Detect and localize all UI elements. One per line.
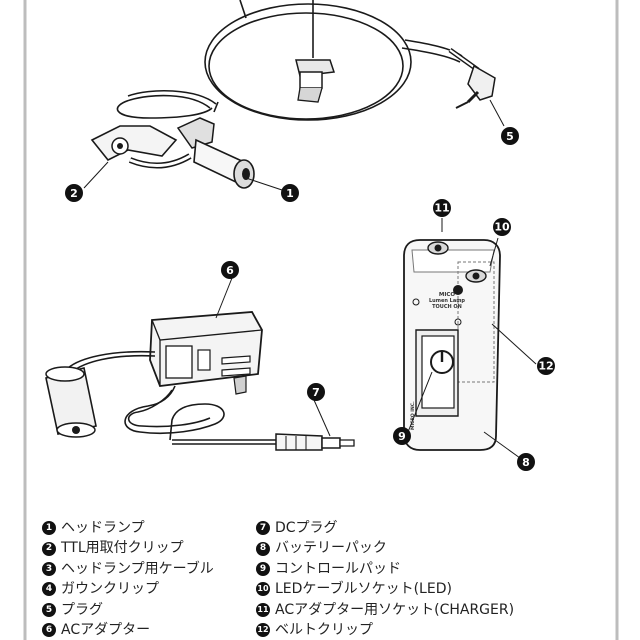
callout-12: 12 bbox=[537, 357, 555, 375]
legend-item: 3 ヘッドランプ用ケーブル bbox=[42, 559, 214, 579]
gown-clip bbox=[295, 59, 336, 103]
ac-adapter-cable bbox=[67, 350, 276, 445]
legend-number-badge: 9 bbox=[256, 561, 270, 576]
svg-text:8: 8 bbox=[522, 456, 530, 469]
svg-text:2: 2 bbox=[70, 187, 78, 200]
svg-text:9: 9 bbox=[398, 430, 406, 443]
legend-number-badge: 8 bbox=[256, 541, 270, 556]
legend-item: 2 TTL用取付クリップ bbox=[42, 538, 214, 558]
svg-text:10: 10 bbox=[494, 221, 510, 234]
legend-number-badge: 5 bbox=[42, 602, 56, 617]
legend-number-badge: 1 bbox=[42, 521, 56, 536]
legend-number-badge: 2 bbox=[42, 541, 56, 556]
legend-item: 4 ガウンクリップ bbox=[42, 579, 214, 599]
legend-number-badge: 4 bbox=[42, 582, 56, 597]
callout-2: 2 bbox=[65, 184, 83, 202]
legend-label: ヘッドランプ bbox=[61, 520, 145, 536]
legend-item: 8 バッテリーパック bbox=[256, 538, 514, 558]
legend-item: 6 ACアダプター bbox=[42, 620, 214, 640]
legend-label: TTL用取付クリップ bbox=[61, 540, 184, 557]
svg-text:7: 7 bbox=[312, 386, 320, 399]
legend-label: コントロールパッド bbox=[275, 560, 401, 577]
legend-label: ACアダプター bbox=[61, 621, 151, 638]
legend-item: 7 DCプラグ bbox=[256, 518, 514, 538]
legend-number-badge: 7 bbox=[256, 521, 270, 536]
legend-number-badge: 6 bbox=[42, 623, 56, 638]
legend-item: 10 LEDケーブルソケット(LED) bbox=[256, 579, 514, 599]
legend-item: 5 プラグ bbox=[42, 600, 214, 620]
plug bbox=[448, 47, 496, 109]
callout-6: 6 bbox=[221, 261, 239, 279]
legend-number-badge: 3 bbox=[42, 561, 56, 576]
callout-11: 11 bbox=[433, 199, 451, 217]
legend-number-badge: 10 bbox=[256, 582, 270, 597]
svg-text:12: 12 bbox=[538, 360, 553, 373]
device-brand-line3: TOUCH ON bbox=[432, 304, 462, 310]
dc-plug bbox=[275, 433, 355, 451]
legend-number-badge: 11 bbox=[256, 602, 270, 617]
callout-9: 9 bbox=[393, 427, 411, 445]
callout-7: 7 bbox=[307, 383, 325, 401]
svg-text:5: 5 bbox=[506, 130, 514, 143]
legend-label: ACアダプター用ソケット(CHARGER) bbox=[275, 601, 515, 618]
legend-label: プラグ bbox=[61, 601, 103, 618]
legend-label: DCプラグ bbox=[275, 520, 338, 536]
legend-label: バッテリーパック bbox=[275, 540, 387, 557]
ac-adapter bbox=[149, 311, 263, 395]
callout-1: 1 bbox=[281, 184, 299, 202]
svg-text:1: 1 bbox=[286, 187, 294, 200]
legend-number-badge: 12 bbox=[256, 623, 270, 638]
ferrite-core bbox=[45, 366, 97, 438]
legend-item: 1 ヘッドランプ bbox=[42, 518, 214, 538]
legend-item: 11 ACアダプター用ソケット(CHARGER) bbox=[256, 600, 514, 620]
legend-item: 12 ベルトクリップ bbox=[256, 620, 514, 640]
device-brand-line2: Lumen Lamp bbox=[429, 298, 465, 304]
device-maker-text: MICRO INC. bbox=[410, 401, 416, 430]
callout-5: 5 bbox=[501, 127, 519, 145]
callout-8: 8 bbox=[517, 453, 535, 471]
legend-label: ベルトクリップ bbox=[275, 621, 373, 638]
callout-10: 10 bbox=[493, 218, 511, 236]
legend-label: ガウンクリップ bbox=[61, 581, 159, 598]
battery-pack: MICO Lumen Lamp TOUCH ON MICRO INC. bbox=[403, 239, 501, 451]
device-brand-line1: MICO bbox=[439, 292, 456, 298]
parts-legend-left: 1 ヘッドランプ 2 TTL用取付クリップ 3 ヘッドランプ用ケーブル 4 ガウンクリッ… bbox=[42, 518, 214, 640]
parts-legend-right: 7 DCプラグ 8 バッテリーパック 9 コントロールパッド 10 LEDケーブルソケッ… bbox=[256, 518, 514, 640]
svg-text:11: 11 bbox=[434, 202, 449, 215]
svg-text:6: 6 bbox=[226, 264, 234, 277]
head-lamp-cable bbox=[116, 0, 463, 121]
legend-label: LEDケーブルソケット(LED) bbox=[275, 581, 452, 598]
legend-label: ヘッドランプ用ケーブル bbox=[61, 560, 214, 577]
legend-item: 9 コントロールパッド bbox=[256, 559, 514, 579]
leader-lines bbox=[83, 99, 537, 459]
head-lamp bbox=[90, 101, 255, 189]
